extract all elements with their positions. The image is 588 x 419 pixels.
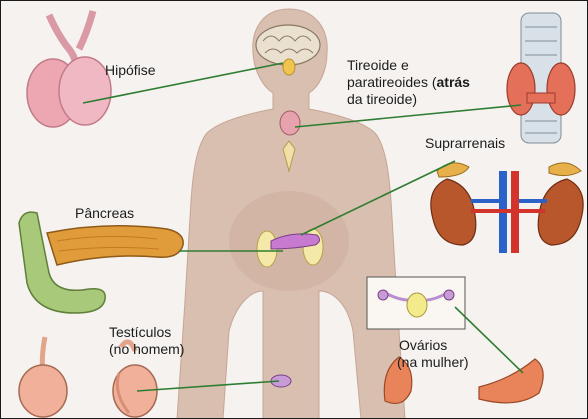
thyroid-illustration [507, 13, 575, 143]
pancreas-label: Pâncreas [75, 205, 134, 221]
hipofise-label: Hipófise [105, 62, 156, 78]
ovarios-label-line1: Ovários [399, 337, 447, 353]
tireoide-label-line1: Tireoide e [347, 57, 409, 73]
tireoide-label-line2: paratireoides (atrás [347, 74, 470, 90]
testiculos-label-line2: (no homem) [109, 341, 184, 357]
tireoide-label-line3: da tireoide) [347, 91, 417, 107]
testiculos-label-line1: Testículos [109, 324, 171, 340]
ovarios-label-line2: (na mulher) [397, 354, 469, 370]
pancreas-illustration [19, 212, 183, 313]
tireoide-label-line2-b: atrás [437, 74, 470, 90]
suprarrenais-label: Suprarrenais [425, 135, 505, 151]
adrenal-kidneys-illustration [431, 163, 583, 253]
pituitary-illustration [27, 11, 111, 127]
tireoide-label-line2-a: paratireoides ( [347, 74, 437, 90]
